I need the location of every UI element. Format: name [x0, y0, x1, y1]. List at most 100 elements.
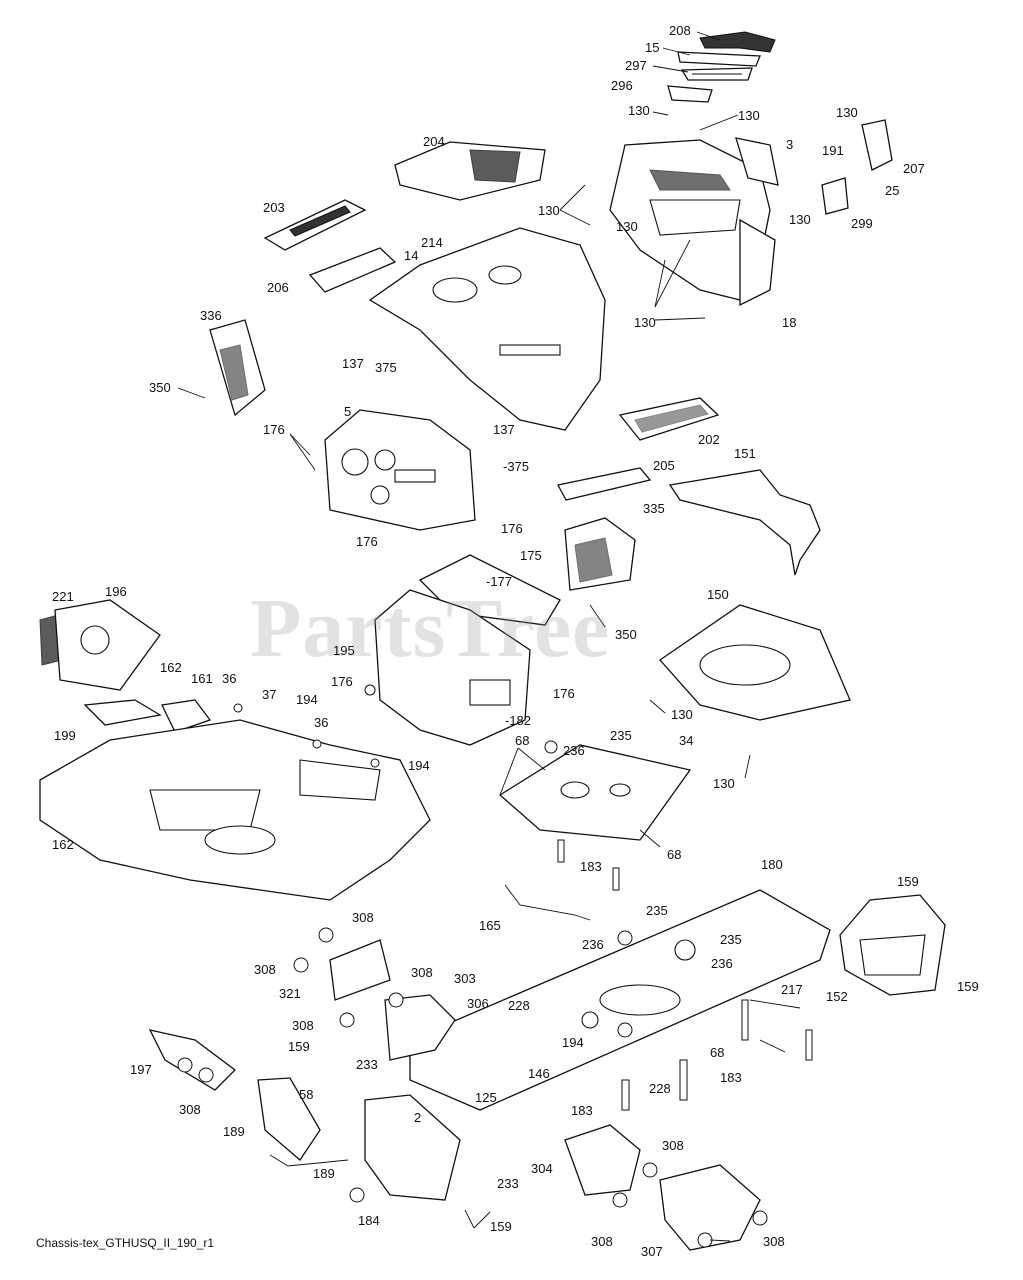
part-196-fender-cover	[54, 599, 161, 691]
label-175: 175	[520, 548, 542, 563]
label-25: 25	[885, 183, 900, 198]
part-37-rear-body	[39, 719, 431, 901]
fasteners	[177, 684, 813, 1248]
label-336: 336	[200, 308, 222, 323]
label-184: 184	[358, 1213, 380, 1228]
label-130: 130	[616, 219, 638, 234]
label-197: 197	[130, 1062, 152, 1077]
part-208-cap	[699, 31, 776, 53]
label-159: 159	[490, 1219, 512, 1234]
part-335-pad	[564, 517, 636, 591]
label-176: 176	[501, 521, 523, 536]
label-68: 68	[710, 1045, 725, 1060]
label-151: 151	[734, 446, 756, 461]
label-236: 236	[582, 937, 604, 952]
label-152: 152	[826, 989, 848, 1004]
label-130: 130	[628, 103, 650, 118]
diagram-caption: Chassis-tex_GTHUSQ_II_190_r1	[36, 1236, 215, 1250]
label-194: 194	[562, 1035, 584, 1050]
label-37: 37	[262, 687, 277, 702]
part-180-frame	[409, 889, 831, 1111]
part-15-plate	[677, 51, 761, 67]
part-152-bracket	[839, 894, 946, 996]
part-58-bracket	[257, 1077, 321, 1161]
part-161-handle	[161, 699, 212, 733]
label-228: 228	[649, 1081, 671, 1096]
label-180: 180	[761, 857, 783, 872]
label-375: -375	[503, 459, 530, 474]
part-2-front-axle-mount	[364, 1094, 461, 1201]
label-176: 176	[331, 674, 353, 689]
label-205: 205	[653, 458, 675, 473]
label-68: 68	[515, 733, 530, 748]
label-350: 350	[615, 627, 637, 642]
part-203-side-grille	[263, 199, 367, 251]
label-196: 196	[105, 584, 127, 599]
label-308: 308	[254, 962, 276, 977]
label-303: 303	[454, 971, 476, 986]
label-159: 159	[288, 1039, 310, 1054]
label-182: -182	[505, 713, 532, 728]
part-205-trim	[557, 467, 652, 501]
part-204-hood-panel	[394, 141, 546, 201]
label-15: 15	[645, 40, 660, 55]
label-235: 235	[720, 932, 742, 947]
part-297-grille	[680, 67, 753, 81]
label-176: 176	[356, 534, 378, 549]
label-208: 208	[669, 23, 691, 38]
label-130: 130	[789, 212, 811, 227]
label-130: 130	[634, 315, 656, 330]
label-308: 308	[662, 1138, 684, 1153]
label-203: 203	[263, 200, 285, 215]
label-194: 194	[408, 758, 430, 773]
label-233: 233	[356, 1057, 378, 1072]
label-183: 183	[720, 1070, 742, 1085]
label-189: 189	[313, 1166, 335, 1181]
part-206-side-grille	[308, 247, 397, 293]
label-191: 191	[822, 143, 844, 158]
label-308: 308	[292, 1018, 314, 1033]
label-130: 130	[538, 203, 560, 218]
part-202-front-grille	[618, 397, 720, 441]
label-194: 194	[296, 692, 318, 707]
part-150-shroud	[659, 604, 851, 721]
label-159: 159	[897, 874, 919, 889]
part-304-bracket	[564, 1124, 641, 1196]
part-303-bracket	[384, 994, 456, 1061]
label-204: 204	[423, 134, 445, 149]
label-206: 206	[267, 280, 289, 295]
label-308: 308	[352, 910, 374, 925]
part-299-bracket	[821, 177, 849, 215]
label-189: 189	[223, 1124, 245, 1139]
label-308: 308	[411, 965, 433, 980]
label-296: 296	[611, 78, 633, 93]
label-235: 235	[646, 903, 668, 918]
part-182-lower-body	[374, 589, 531, 746]
leader-lines	[177, 31, 801, 1242]
part-296-bracket	[667, 85, 713, 103]
label-304: 304	[531, 1161, 553, 1176]
part-336-pad	[209, 319, 266, 417]
label-350: 350	[149, 380, 171, 395]
label-146: 146	[528, 1066, 550, 1081]
label-34: 34	[679, 733, 694, 748]
part-207-bracket	[861, 119, 893, 171]
label-233: 233	[497, 1176, 519, 1191]
part-307-cover	[659, 1164, 761, 1251]
label-162: 162	[52, 837, 74, 852]
label-165: 165	[479, 918, 501, 933]
part-321-bracket	[329, 939, 391, 1001]
label-183: 183	[580, 859, 602, 874]
label-2: 2	[414, 1110, 422, 1125]
label-176: 176	[263, 422, 285, 437]
label-125: 125	[475, 1090, 497, 1105]
label-36: 36	[222, 671, 237, 686]
label-176: 176	[553, 686, 575, 701]
label-202: 202	[698, 432, 720, 447]
label-306: 306	[467, 996, 489, 1011]
label-299: 299	[851, 216, 873, 231]
label-183: 183	[571, 1103, 593, 1118]
label-162: 162	[160, 660, 182, 675]
